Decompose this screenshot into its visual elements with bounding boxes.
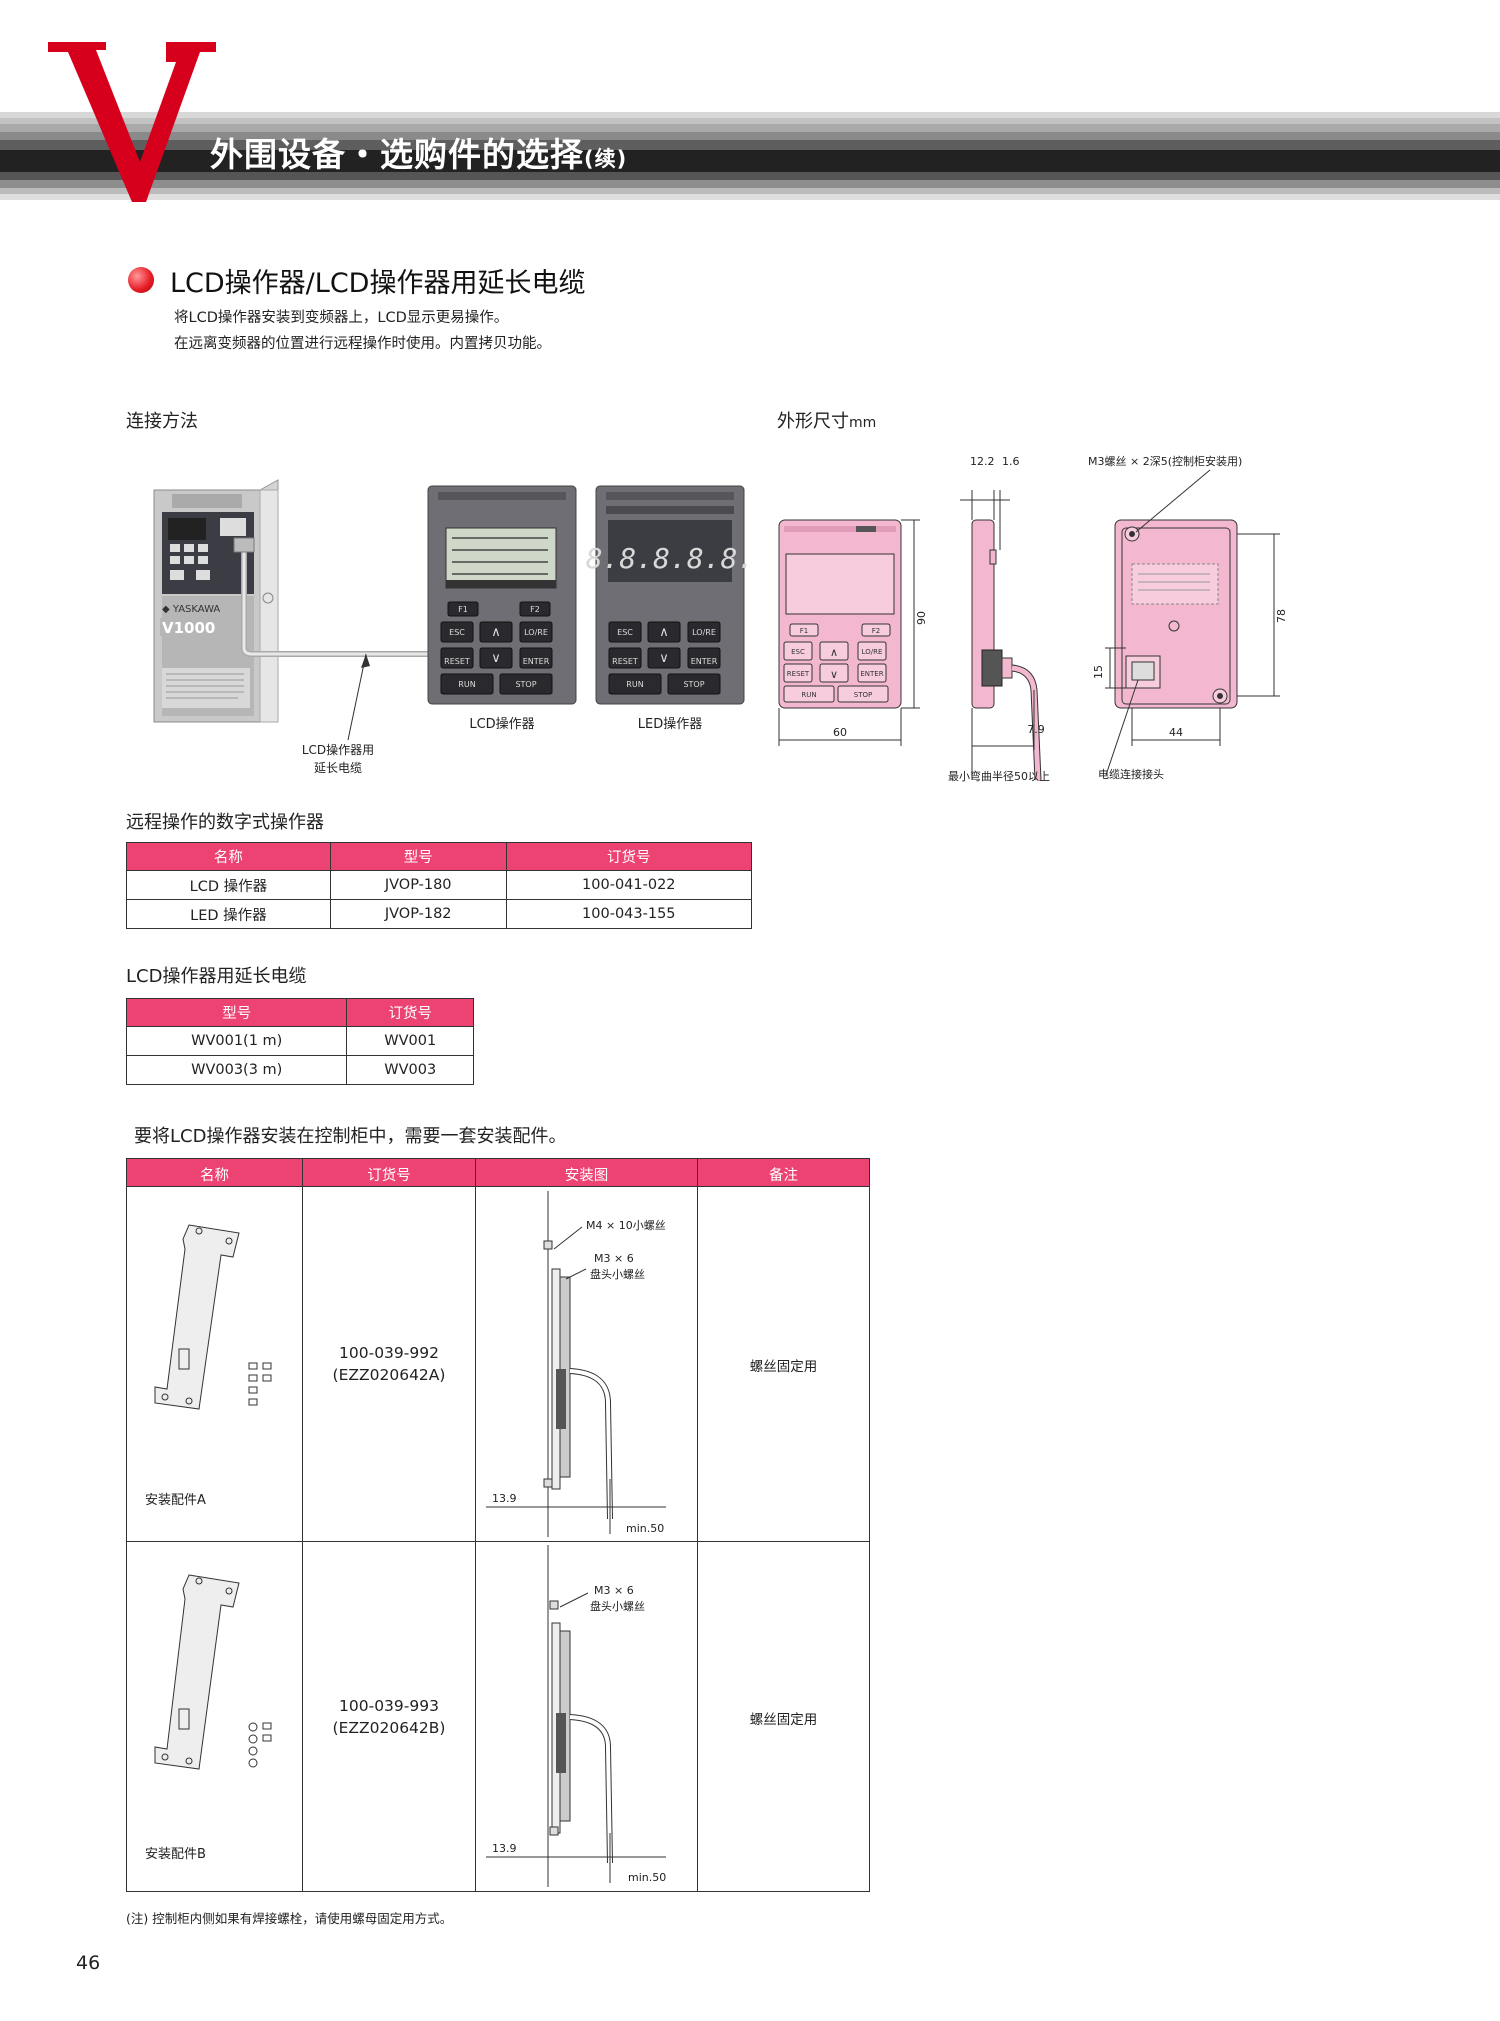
svg-text:F2: F2 (872, 627, 880, 635)
svg-text:13.9: 13.9 (492, 1492, 517, 1505)
cable-table: 型号订货号 WV001(1 m)WV001 WV003(3 m)WV003 (125, 998, 474, 1085)
svg-text:∨: ∨ (830, 668, 838, 681)
screw-note: M3螺丝 × 2深5(控制柜安装用) (1088, 454, 1242, 468)
connection-diagram: ◆ YASKAWA V1000 V1000 F1 F2 ESC ∧ LO/RE RES… (153, 479, 755, 775)
svg-text:13.9: 13.9 (492, 1842, 517, 1855)
svg-text:RESET: RESET (787, 670, 810, 678)
table-row: WV001(1 m)WV001 (125, 1026, 474, 1056)
mount-b-name: 安装配件B (145, 1847, 206, 1862)
lcd-operator-image: F1 F2 ESC ∧ LO/RE RESET ∨ ENTER RUN STOP LCD操作… (427, 485, 577, 732)
dim-60: 60 (833, 726, 847, 739)
svg-text:RUN: RUN (626, 680, 643, 689)
svg-text:ENTER: ENTER (691, 657, 718, 666)
cable-label-2: 延长电缆 (314, 761, 362, 775)
cable-label-1: LCD操作器用 (302, 742, 374, 757)
svg-text:STOP: STOP (683, 680, 704, 689)
section-title: LCD操作器/LCD操作器用延长电缆 (170, 268, 586, 299)
dim-1-6: 1.6 (1002, 455, 1020, 468)
section-desc-1: 将LCD操作器安装到变频器上，LCD显示更易操作。 (174, 310, 509, 326)
dim-12-2: 12.2 (970, 455, 995, 468)
dimensions-heading: 外形尺寸mm (777, 411, 877, 432)
svg-text:盘头小螺丝: 盘头小螺丝 (590, 1599, 645, 1613)
svg-text:M3 × 6: M3 × 6 (594, 1252, 634, 1265)
v-logo-icon (48, 42, 216, 202)
svg-text:F2: F2 (530, 605, 540, 614)
led-operator-label: LED操作器 (638, 716, 702, 732)
svg-text:F1: F1 (458, 605, 468, 614)
svg-text:M4 × 10小螺丝: M4 × 10小螺丝 (586, 1219, 666, 1232)
header-banner (0, 112, 1500, 200)
svg-text:LO/RE: LO/RE (524, 628, 548, 637)
mount-b-order: 100-039-993(EZZ020642B) (332, 1697, 446, 1737)
svg-text:min.50: min.50 (628, 1871, 666, 1884)
bracket-b-image (154, 1574, 272, 1770)
cable-table-title: LCD操作器用延长电缆 (126, 966, 307, 987)
led-operator-image: 8.8.8.8.8. ESC ∧ LO/RE RESET ∨ ENTER RUN STOP… (586, 485, 755, 732)
footnote: (注) 控制柜内侧如果有焊接螺栓，请使用螺母固定用方式。 (126, 1911, 453, 1926)
connector-note: 电缆连接接头 (1098, 768, 1164, 781)
connection-heading: 连接方法 (126, 411, 198, 432)
svg-text:STOP: STOP (515, 680, 536, 689)
svg-text:∧: ∧ (491, 625, 501, 640)
mount-a-note: 螺丝固定用 (749, 1359, 818, 1375)
svg-text:∨: ∨ (659, 651, 669, 666)
svg-text:◆ YASKAWA: ◆ YASKAWA (162, 604, 220, 615)
section-desc-2: 在远离变频器的位置进行远程操作时使用。内置拷贝功能。 (174, 336, 551, 352)
mount-b-note: 螺丝固定用 (749, 1712, 818, 1728)
svg-text:∧: ∧ (830, 646, 838, 659)
dim-78: 78 (1275, 609, 1288, 623)
front-view: F1 F2 ESC ∧ LO/RE RESET ∨ ENTER RUN STOP 90 60 (778, 519, 928, 746)
lcd-operator-label: LCD操作器 (469, 716, 534, 732)
bend-note: 最小弯曲半径50以上 (948, 769, 1050, 783)
side-view: 12.2 1.6 7.9 最小弯曲半径50以上 (948, 455, 1050, 783)
mount-a-order: 100-039-992(EZZ020642A) (332, 1344, 446, 1384)
mount-a-drawing: M4 × 10小螺丝 M3 × 6 盘头小螺丝 13.9 min.50 (486, 1191, 666, 1537)
svg-text:RUN: RUN (801, 691, 816, 699)
svg-text:RESET: RESET (612, 657, 638, 666)
bracket-a-image (154, 1224, 272, 1410)
mount-b-drawing: M3 × 6 盘头小螺丝 13.9 min.50 (486, 1545, 666, 1887)
dim-44: 44 (1169, 726, 1183, 739)
dimension-drawing: F1 F2 ESC ∧ LO/RE RESET ∨ ENTER RUN STOP 90 60… (778, 454, 1288, 783)
svg-text:ESC: ESC (617, 628, 633, 637)
page-number: 46 (76, 1952, 101, 1974)
svg-text:ENTER: ENTER (523, 657, 550, 666)
svg-text:ENTER: ENTER (860, 670, 883, 678)
mount-table-title: 要将LCD操作器安装在控制柜中，需要一套安装配件。 (134, 1126, 567, 1147)
inverter-image: ◆ YASKAWA V1000 V1000 (153, 479, 279, 723)
svg-text:∨: ∨ (491, 651, 501, 666)
dim-90: 90 (915, 611, 928, 625)
dim-15: 15 (1092, 665, 1105, 679)
svg-text:ESC: ESC (791, 648, 805, 656)
inverter-label: V1000 (162, 619, 215, 637)
svg-text:LO/RE: LO/RE (862, 648, 883, 656)
svg-text:RESET: RESET (444, 657, 470, 666)
dim-7-9: 7.9 (1027, 723, 1045, 736)
svg-text:盘头小螺丝: 盘头小螺丝 (590, 1267, 645, 1281)
remote-table-title: 远程操作的数字式操作器 (126, 812, 324, 833)
mount-a-name: 安装配件A (145, 1493, 206, 1508)
svg-text:min.50: min.50 (626, 1522, 664, 1535)
svg-text:RUN: RUN (458, 680, 475, 689)
svg-text:∧: ∧ (659, 625, 669, 640)
mount-table: 名称 订货号 安装图 备注 安装配件A 100-039-992(EZZ02064… (126, 1158, 870, 1892)
led-display: 8.8.8.8.8. (586, 542, 755, 575)
svg-text:STOP: STOP (854, 691, 872, 699)
bullet-icon (128, 267, 154, 293)
rear-view: 15 78 44 M3螺丝 × 2深5(控制柜安装用) 电缆连接接头 (1088, 454, 1288, 781)
svg-text:M3 × 6: M3 × 6 (594, 1584, 634, 1597)
svg-text:LO/RE: LO/RE (692, 628, 716, 637)
svg-text:ESC: ESC (449, 628, 465, 637)
table-row: WV003(3 m)WV003 (125, 1055, 474, 1085)
page-header-title: 外围设备・选购件的选择(续) (210, 135, 628, 174)
svg-text:F1: F1 (800, 627, 808, 635)
